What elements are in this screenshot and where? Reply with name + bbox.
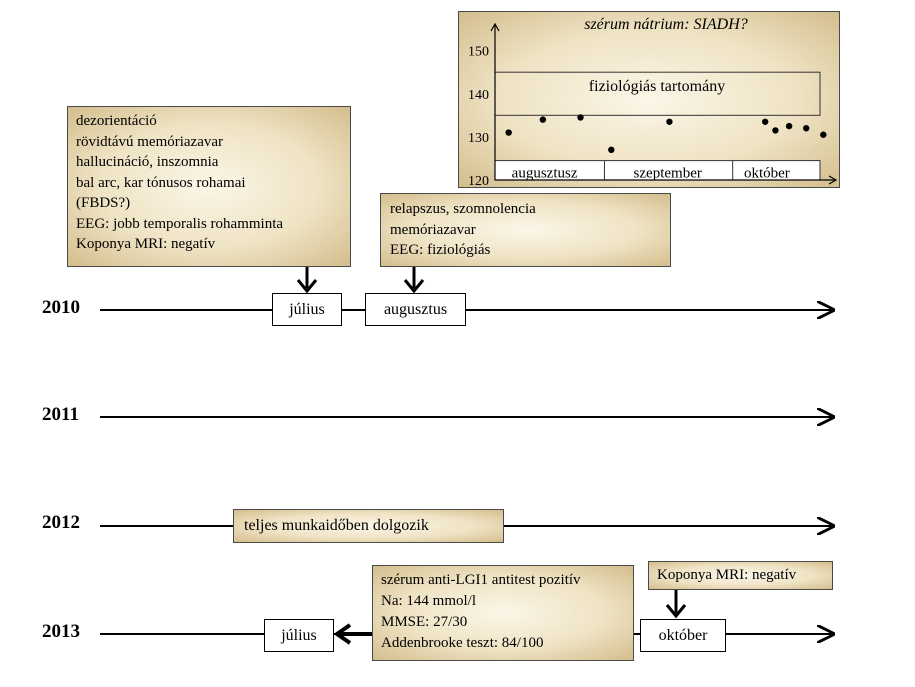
symptom-line: (FBDS?) bbox=[76, 195, 131, 211]
lab-result-line: szérum anti-LGI1 antitest pozitív bbox=[381, 572, 581, 588]
sodium-point bbox=[772, 127, 779, 134]
y-tick-label: 130 bbox=[468, 131, 489, 146]
sodium-point bbox=[505, 129, 512, 136]
lab-result-line: Na: 144 mmol/l bbox=[381, 593, 476, 609]
work-box-2012: teljes munkaidőben dolgozik bbox=[233, 509, 504, 543]
month-label: szeptember bbox=[634, 166, 702, 182]
month-july-2013: július bbox=[264, 619, 334, 652]
y-tick-label: 150 bbox=[468, 45, 489, 60]
year-label-2013: 2013 bbox=[42, 621, 80, 642]
sodium-chart: szérum nátrium: SIADH? fiziológiás tartom… bbox=[468, 16, 838, 187]
sodium-point bbox=[820, 131, 827, 138]
month-label: augusztusz bbox=[512, 166, 578, 182]
sodium-chart-panel: szérum nátrium: SIADH? fiziológiás tartom… bbox=[458, 11, 840, 188]
lab-result-line: Addenbrooke teszt: 84/100 bbox=[381, 635, 544, 651]
sodium-point bbox=[539, 116, 547, 123]
sodium-point bbox=[761, 118, 769, 125]
symptom-line: Koponya MRI: negatív bbox=[76, 236, 216, 252]
arrow-down-july-2010 bbox=[296, 267, 318, 294]
year-label-2012: 2012 bbox=[42, 512, 80, 533]
symptom-line: relapszus, szomnolencia bbox=[390, 201, 536, 217]
sodium-point bbox=[666, 118, 673, 125]
physiological-range-label: fiziológiás tartomány bbox=[589, 78, 725, 95]
y-tick-label: 120 bbox=[468, 174, 489, 187]
chart-title: szérum nátrium: SIADH? bbox=[584, 16, 748, 33]
sodium-point bbox=[785, 122, 793, 130]
sodium-point bbox=[803, 125, 810, 132]
month-label: október bbox=[744, 166, 790, 182]
symptom-line: bal arc, kar tónusos rohamai bbox=[76, 174, 246, 191]
lab-result-line: MMSE: 27/30 bbox=[381, 614, 468, 630]
y-axis-arrow bbox=[490, 22, 500, 32]
arrow-down-august-2010 bbox=[403, 267, 425, 294]
symptom-line: EEG: jobb temporalis rohamminta bbox=[76, 215, 284, 232]
arrow-down-october-2013 bbox=[665, 590, 687, 619]
sodium-point bbox=[608, 146, 615, 154]
sodium-point bbox=[577, 114, 584, 121]
x-axis-arrow bbox=[828, 175, 838, 185]
month-october-2013: október bbox=[640, 619, 726, 652]
mri-box-2013: Koponya MRI: negatív bbox=[648, 561, 833, 590]
lab-results-box-2013: szérum anti-LGI1 antitest pozitív Na: 14… bbox=[372, 565, 634, 661]
symptom-line: hallucináció, inszomnia bbox=[76, 154, 219, 170]
symptoms-box-2010-august: relapszus, szomnolencia memóriazavar EEG… bbox=[380, 193, 671, 267]
month-july-2010: július bbox=[272, 293, 342, 326]
symptom-line: dezorientáció bbox=[76, 113, 157, 129]
arrow-left-july-2013 bbox=[333, 623, 372, 645]
symptoms-box-2010-july: dezorientáció rövidtávú memóriazavar hal… bbox=[67, 106, 351, 267]
symptom-line: rövidtávú memóriazavar bbox=[76, 133, 224, 150]
month-august-2010: augusztus bbox=[365, 293, 466, 326]
year-label-2010: 2010 bbox=[42, 297, 80, 318]
y-tick-label: 140 bbox=[468, 88, 489, 103]
symptom-line: EEG: fiziológiás bbox=[390, 242, 491, 258]
year-label-2011: 2011 bbox=[42, 404, 79, 425]
symptom-line: memóriazavar bbox=[390, 221, 476, 238]
